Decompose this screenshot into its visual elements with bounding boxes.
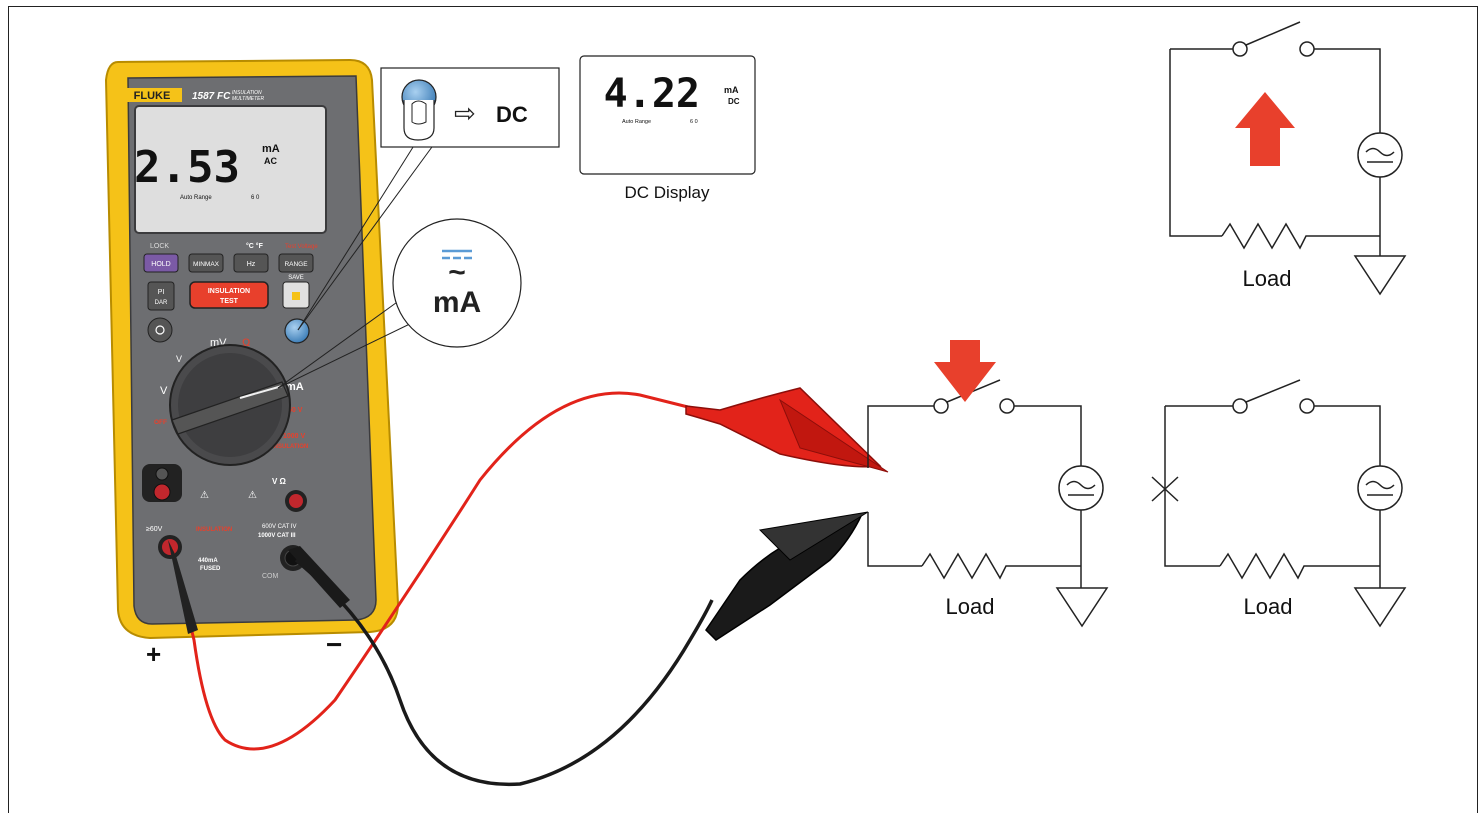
minmax-button[interactable]: MINMAX (189, 254, 223, 272)
ground-icon (1355, 588, 1405, 626)
jack-vohm-label: V Ω (272, 477, 287, 486)
dc-display-auto-range: Auto Range (622, 119, 651, 125)
dc-display-unit-bottom: DC (728, 97, 740, 106)
ac-source-icon (1059, 466, 1103, 510)
range-button[interactable]: RANGE (279, 254, 313, 272)
lcd-bar-scale: 6 0 (251, 195, 260, 201)
load-label-top: Load (1243, 266, 1292, 291)
circuit-right (1152, 380, 1405, 626)
dc-display-reading: 4.22 (604, 71, 700, 117)
arrow-down-icon (934, 340, 996, 402)
svg-text:INSULATION: INSULATION (208, 288, 250, 295)
hz-button[interactable]: Hz (234, 254, 268, 272)
save-button[interactable] (283, 282, 309, 308)
model-sub2: MULTIMETER (232, 96, 265, 102)
arrow-up-icon (1235, 92, 1295, 166)
ground-icon (1355, 256, 1405, 294)
svg-text:Hz: Hz (247, 261, 256, 268)
cat-label-1: 600V CAT IV (262, 524, 296, 530)
model-label: 1587 FC (192, 91, 231, 102)
cat-label-2: 1000V CAT III (258, 533, 296, 539)
dc-display-unit-top: mA (724, 85, 739, 95)
svg-text:PI: PI (158, 289, 165, 296)
lcd-unit-bottom: AC (264, 156, 277, 166)
svg-text:HOLD: HOLD (151, 261, 170, 268)
warning-icon: ⚠ (200, 490, 209, 501)
temp-label: °C °F (246, 242, 264, 250)
dc-callout: ⇨ DC (381, 68, 559, 147)
brand-label: FLUKE (134, 90, 171, 102)
insulation-test-button[interactable]: INSULATION TEST (190, 282, 268, 308)
dial-off: OFF (154, 419, 167, 426)
com-label: COM (262, 573, 279, 580)
fused-label-2: FUSED (200, 566, 221, 572)
save-label: SAVE (288, 275, 304, 281)
rotary-dial[interactable] (170, 345, 290, 465)
backlight-button[interactable] (148, 318, 172, 342)
dial-insulation: INSULATION (272, 444, 308, 450)
lcd-unit-top: mA (262, 143, 280, 155)
lock-label: LOCK (150, 243, 169, 250)
svg-text:TEST: TEST (220, 298, 239, 305)
ac-source-icon (1358, 133, 1402, 177)
lcd-auto-range: Auto Range (180, 195, 212, 201)
warning-icon-2: ⚠ (248, 490, 257, 501)
jack-left-top[interactable] (142, 464, 182, 502)
svg-text:DAR: DAR (155, 300, 168, 306)
svg-text:RANGE: RANGE (284, 261, 308, 268)
load-label-middle: Load (946, 594, 995, 619)
plus-sign: + (146, 639, 161, 669)
minus-sign: − (326, 629, 342, 660)
ma-warn-label: ≥60V (146, 526, 163, 533)
fused-label-1: 440mA (198, 558, 218, 564)
ground-icon (1057, 588, 1107, 626)
test-voltage-label: Test Voltage (285, 244, 318, 250)
dc-display: 4.22 mA DC Auto Range 6 0 (580, 56, 755, 174)
dial-v-ac: V (160, 385, 168, 397)
lcd-reading: 2.53 (134, 142, 240, 193)
dial-callout-unit: mA (433, 286, 481, 319)
insulation-jack-label: INSULATION (196, 527, 232, 533)
dc-label: DC (496, 102, 528, 127)
circuit-middle (868, 380, 1107, 626)
dial-ma-callout: ~ mA (393, 219, 521, 347)
dial-v-dc: V (176, 354, 182, 364)
hold-button[interactable]: HOLD (144, 254, 178, 272)
ac-wave-icon: ~ (448, 256, 466, 289)
ac-source-icon (1358, 466, 1402, 510)
svg-text:MINMAX: MINMAX (193, 261, 220, 268)
pi-dar-button[interactable]: PI DAR (148, 282, 174, 310)
dc-display-bar-scale: 6 0 (690, 119, 698, 125)
arrow-right-icon: ⇨ (454, 98, 476, 128)
blue-function-button[interactable] (285, 319, 309, 343)
circuit-top (1170, 22, 1405, 294)
jack-v-ohm[interactable] (285, 490, 307, 512)
load-label-right: Load (1244, 594, 1293, 619)
multimeter: FLUKE 1587 FC INSULATION MULTIMETER 2.53… (106, 60, 398, 638)
dc-display-caption: DC Display (624, 183, 710, 202)
dial-1000v: 1000 V (283, 433, 306, 440)
